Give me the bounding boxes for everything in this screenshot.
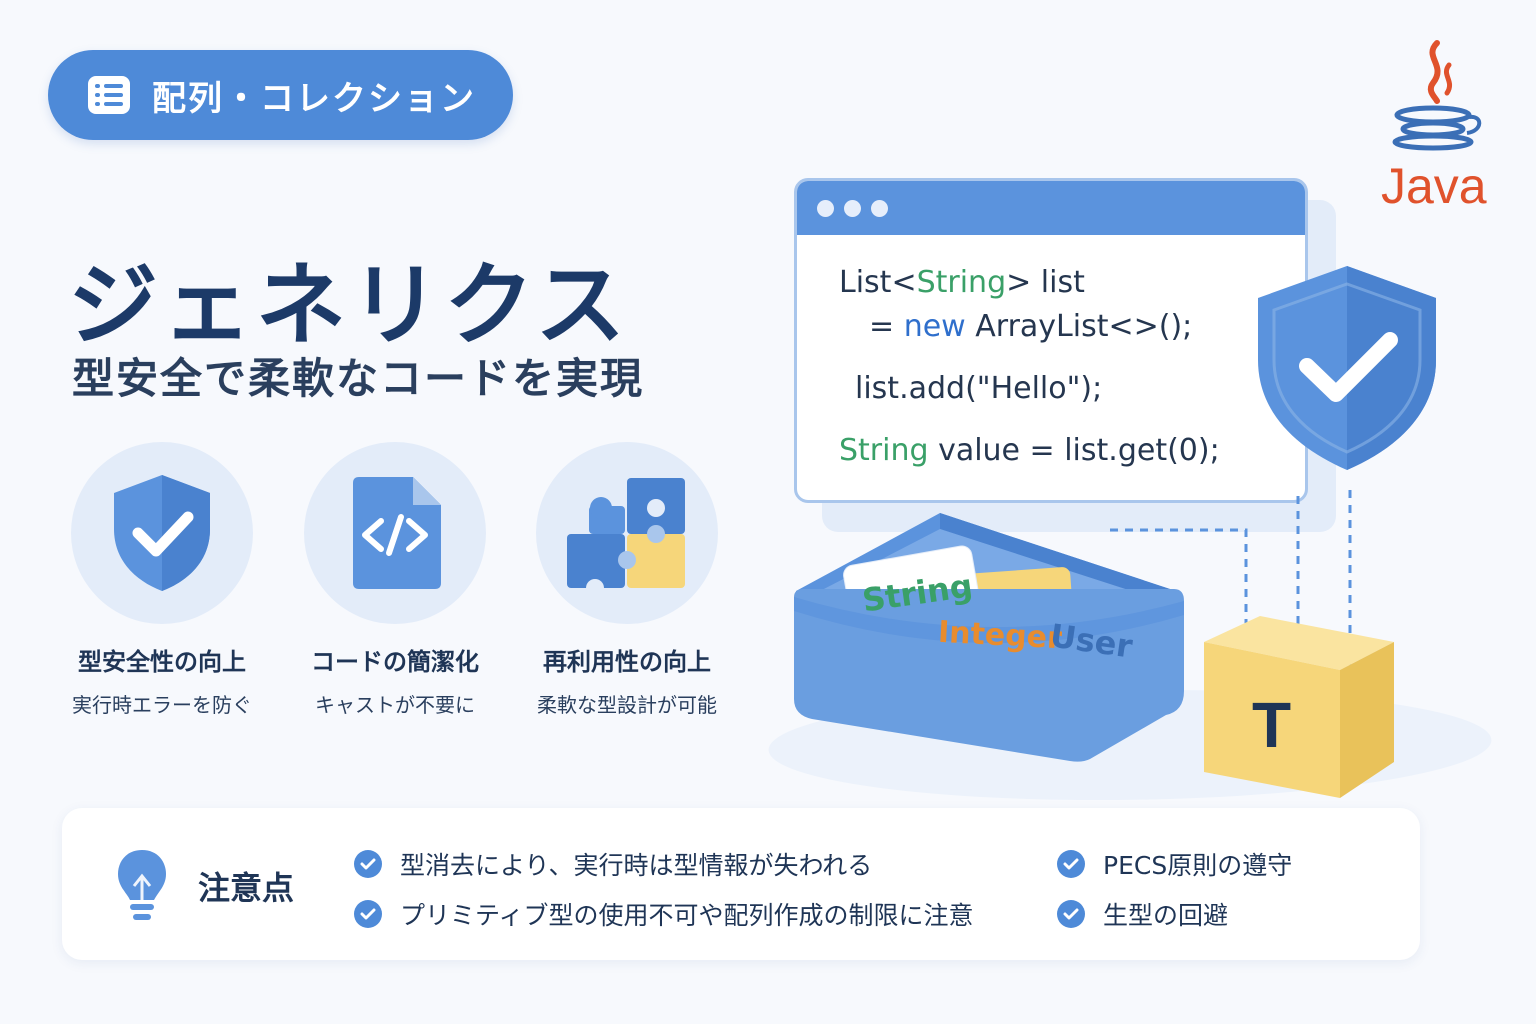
feature-type-safety: 型安全性の向上 実行時エラーを防ぐ: [52, 442, 272, 718]
code-window-titlebar: [797, 181, 1305, 235]
category-label: 配列・コレクション: [152, 78, 476, 119]
feature-icon-circle: [71, 442, 253, 624]
check-circle-icon: [1057, 900, 1085, 928]
page-title: ジェネリクス: [68, 253, 630, 358]
code-file-icon: [353, 477, 441, 589]
card-integer: Integer: [937, 614, 1063, 657]
note-text: プリミティブ型の使用不可や配列作成の制限に注意: [400, 901, 974, 930]
feature-title: 再利用性の向上: [543, 648, 711, 676]
check-circle-icon: [354, 850, 382, 878]
code-line-2: = new ArrayList<>();: [869, 309, 1193, 344]
check-circle-icon: [1057, 850, 1085, 878]
category-pill: 配列・コレクション: [48, 50, 513, 140]
code-line-1: List<String> list: [839, 265, 1085, 300]
check-circle-icon: [354, 900, 382, 928]
lightbulb-icon: [118, 850, 166, 920]
note-item: 型消去により、実行時は型情報が失われる: [354, 846, 872, 882]
feature-title: コードの簡潔化: [311, 648, 479, 676]
java-logo: Java: [1375, 35, 1495, 215]
code-window: List<String> list = new ArrayList<>(); l…: [794, 178, 1308, 503]
list-icon: [88, 76, 130, 114]
feature-reusability: 再利用性の向上 柔軟な型設計が可能: [517, 442, 737, 718]
note-text: 生型の回避: [1103, 901, 1229, 930]
window-dot: [871, 199, 888, 217]
notes-title: 注意点: [198, 869, 295, 907]
note-item: PECS原則の遵守: [1057, 846, 1292, 882]
shield-check-icon: [114, 475, 210, 591]
feature-icon-circle: [536, 442, 718, 624]
note-item: 生型の回避: [1057, 896, 1228, 932]
type-parameter-label: T: [1252, 689, 1292, 761]
java-wordmark: Java: [1381, 158, 1487, 214]
shield-check-icon: [1258, 266, 1436, 470]
feature-description: 柔軟な型設計が可能: [537, 693, 717, 717]
type-parameter-cube: [1204, 616, 1394, 798]
java-cup-icon: [1392, 40, 1482, 151]
code-line-3: list.add("Hello");: [855, 371, 1103, 406]
note-item: プリミティブ型の使用不可や配列作成の制限に注意: [354, 896, 974, 932]
feature-concise-code: コードの簡潔化 キャストが不要に: [285, 442, 505, 718]
feature-description: 実行時エラーを防ぐ: [72, 693, 252, 717]
window-dot: [844, 199, 861, 217]
note-text: 型消去により、実行時は型情報が失われる: [400, 851, 873, 880]
feature-icon-circle: [304, 442, 486, 624]
note-text: PECS原則の遵守: [1103, 851, 1293, 880]
feature-description: キャストが不要に: [315, 693, 475, 717]
page-subtitle: 型安全で柔軟なコードを実現: [72, 354, 645, 403]
window-dot: [817, 199, 834, 217]
feature-title: 型安全性の向上: [78, 648, 246, 676]
notes-panel: 注意点 型消去により、実行時は型情報が失われる プリミティブ型の使用不可や配列作…: [62, 808, 1420, 960]
code-line-4: String value = list.get(0);: [839, 433, 1220, 468]
generic-container-box: [794, 513, 1184, 762]
puzzle-icon: [567, 478, 685, 592]
